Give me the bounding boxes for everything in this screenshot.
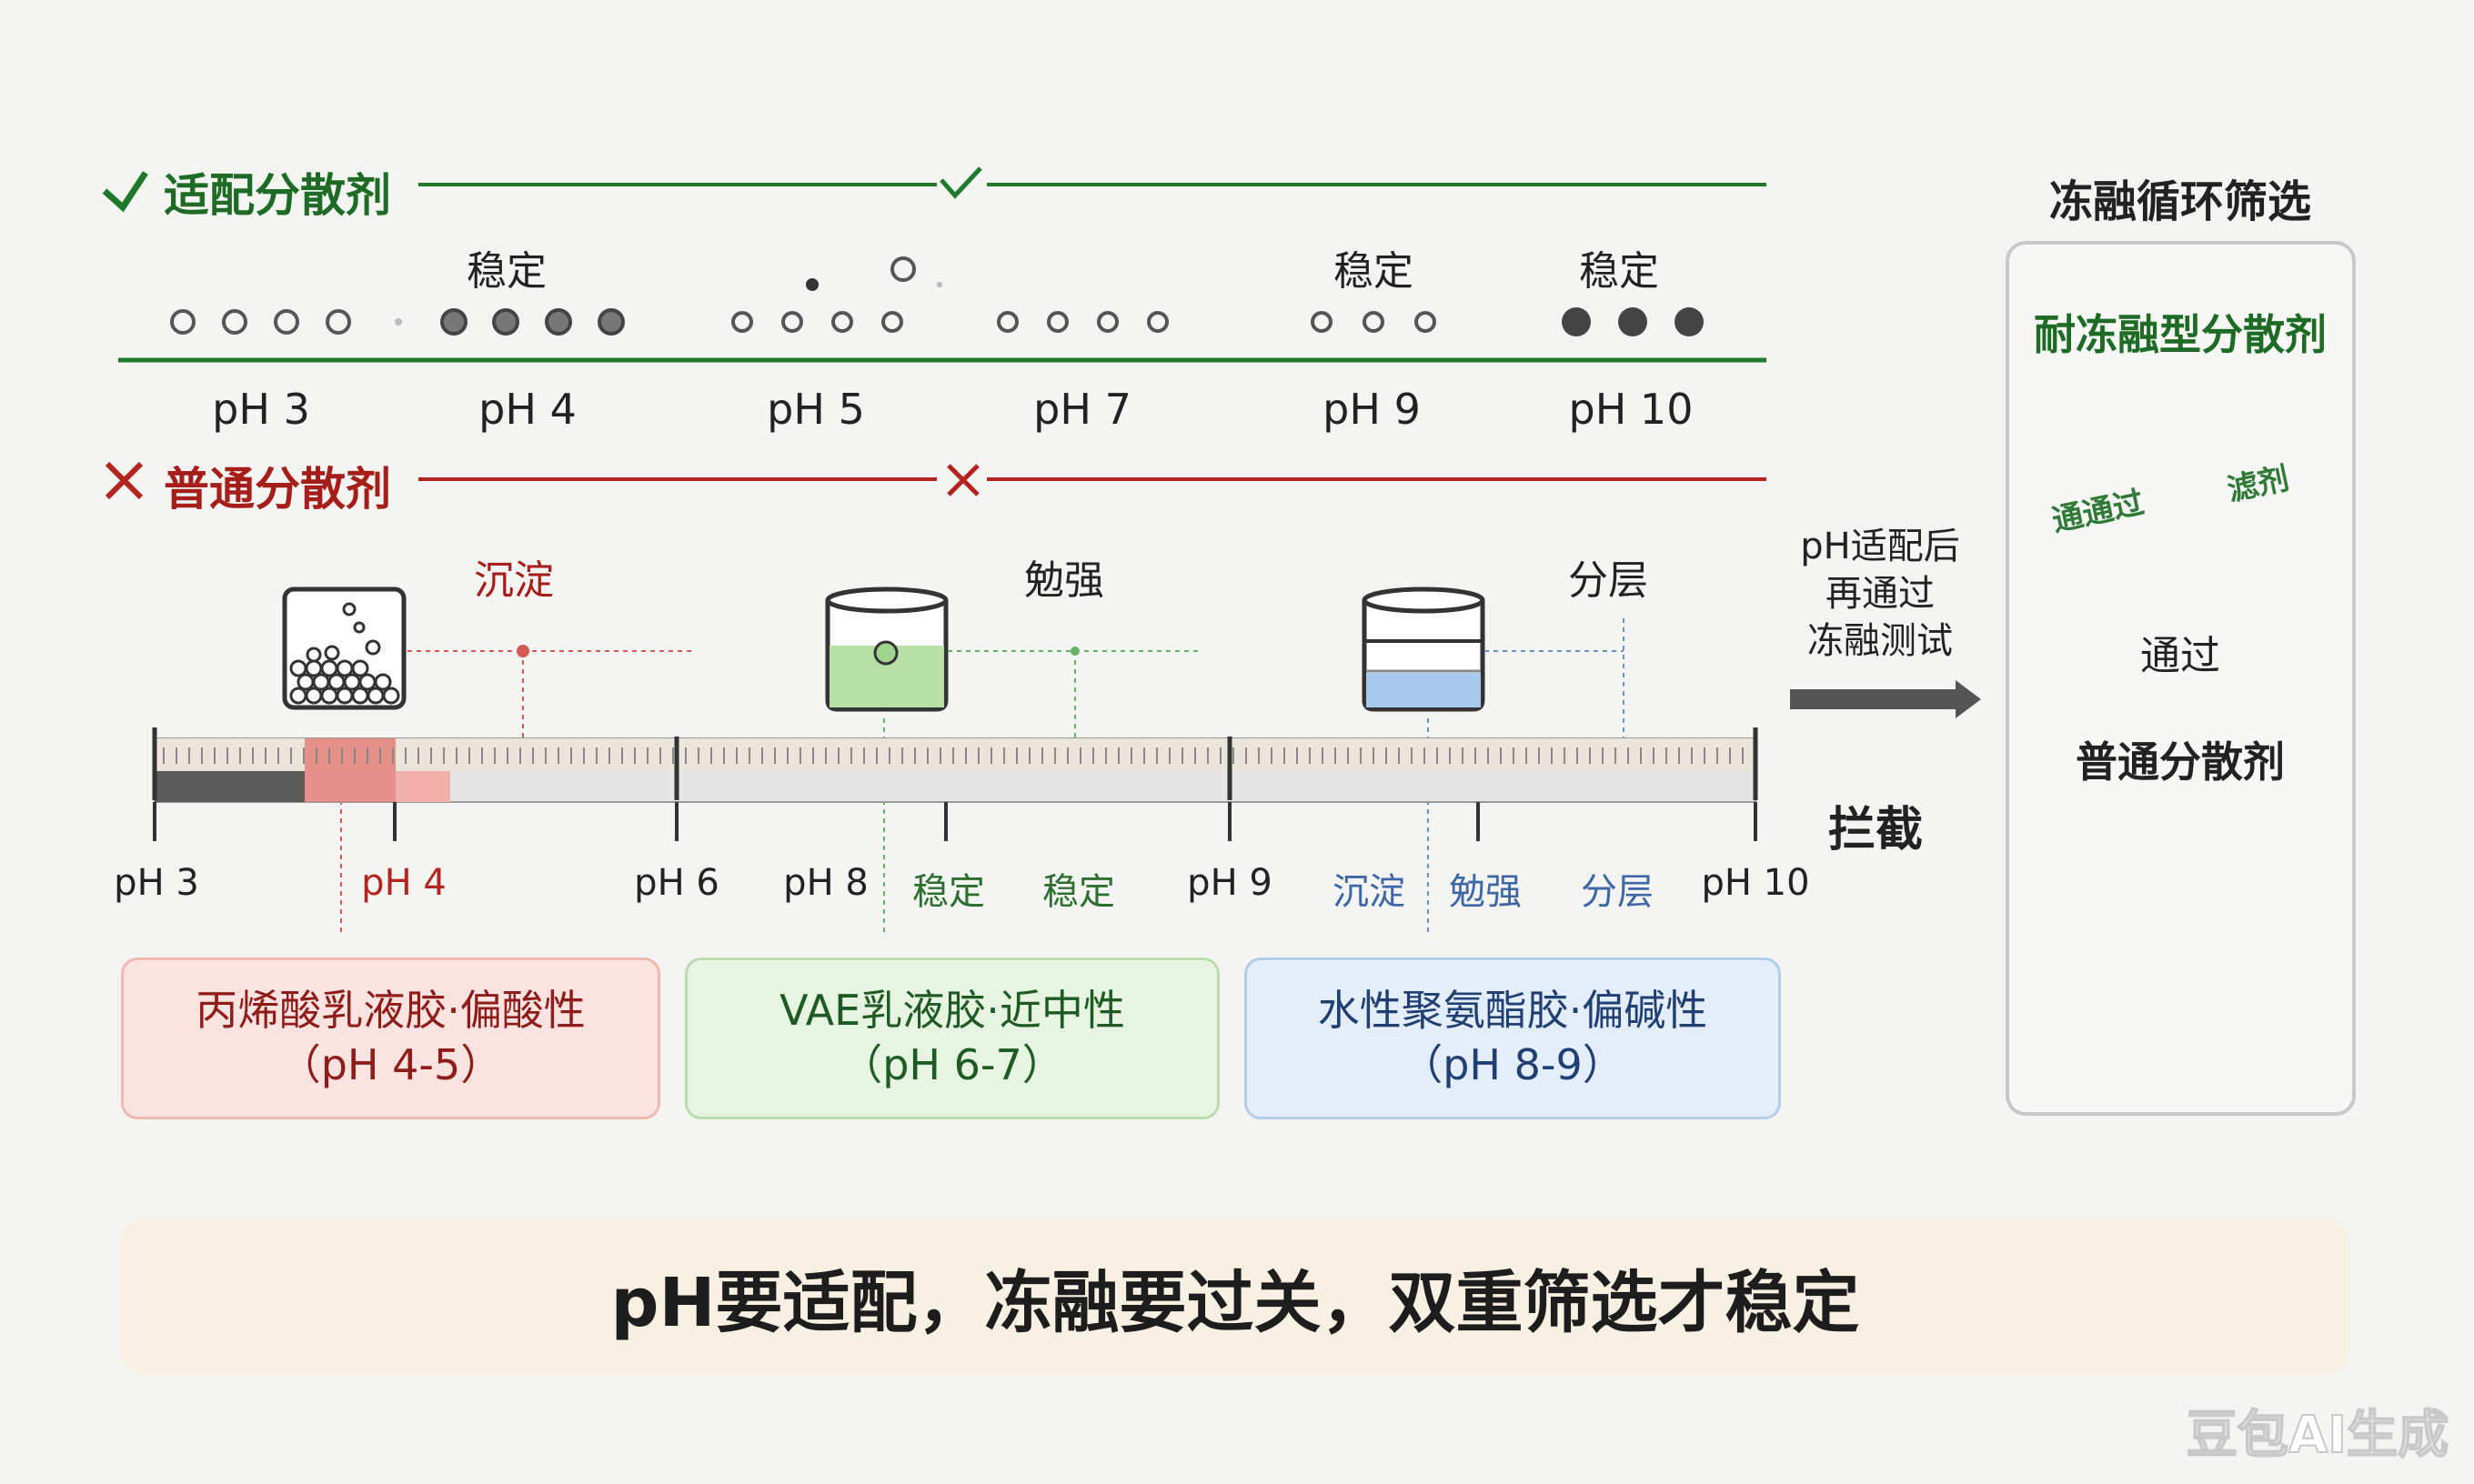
dot-filled [1618, 307, 1647, 336]
normal-dispersant-row [105, 461, 1766, 500]
ph-label: pH 4 [478, 385, 577, 434]
acrylic-emulsion-card: 丙烯酸乳液胶·偏酸性 （pH 4-5） [121, 958, 660, 1119]
check-icon [102, 171, 148, 213]
dot-open [1414, 311, 1436, 333]
barely-label: 勉强 [1024, 557, 1104, 604]
dot-open [1147, 311, 1169, 333]
ruler-tick-label: pH 6 [634, 862, 719, 904]
dot-open [731, 311, 753, 333]
arrow-text: pH适配后 再通过 冻融测试 [1800, 523, 1959, 665]
dot-open [274, 309, 299, 335]
card-line: VAE乳液胶·近中性 [779, 986, 1125, 1036]
ruler-tick-label: pH 4 [361, 862, 447, 904]
card-line: （pH 6-7） [840, 1040, 1064, 1089]
dot-open [170, 309, 196, 335]
dot-tiny [937, 282, 942, 287]
dot-open [1097, 311, 1119, 333]
good-dispersant-label: 适配分散剂 [164, 169, 391, 222]
dot-filled [1674, 307, 1704, 336]
ph-label: pH 3 [212, 385, 310, 434]
cross-icon [105, 461, 144, 500]
dot-open [997, 311, 1019, 333]
ph-label: pH 5 [767, 385, 865, 434]
dot-open [781, 311, 803, 333]
precipitate-label: 沉淀 [474, 557, 554, 604]
dot-open [1311, 311, 1333, 333]
resistant-dispersant-label: 耐冻融型分散剂 [2034, 310, 2327, 359]
dot-open [890, 256, 916, 282]
summary-text: pH要适配，冻融要过关，双重筛选才稳定 [610, 1263, 1860, 1342]
dispersion-dots [170, 256, 1704, 336]
ruler-tick-label: pH 10 [1701, 862, 1810, 904]
arrow-text-line: pH适配后 [1800, 526, 1960, 567]
dot-tiny [395, 318, 402, 326]
ruler-tick-label: pH 8 [783, 862, 869, 904]
dot-filled [1562, 307, 1591, 336]
dot-open [1047, 311, 1069, 333]
normal-dispersant-label: 普通分散剂 [164, 463, 391, 516]
dot-small [806, 278, 819, 291]
card-line: （pH 4-5） [278, 1040, 503, 1089]
ruler-tick-label: 沉淀 [1333, 871, 1405, 913]
good-dispersant-row [102, 166, 1766, 363]
dot-filled [492, 308, 519, 336]
ruler-tick-label: pH 9 [1187, 862, 1272, 904]
stable-label: 稳定 [467, 248, 547, 295]
ph-label: pH 10 [1568, 385, 1694, 434]
sediment-beaker-icon [282, 587, 407, 710]
card-line: 水性聚氨酯胶·偏碱性 [1317, 986, 1708, 1036]
stable-label: 稳定 [1333, 248, 1413, 295]
ph-label: pH 7 [1033, 385, 1131, 434]
freeze-panel-title: 冻融循环筛选 [2048, 176, 2312, 227]
layered-label: 分层 [1568, 557, 1648, 604]
ruler-tick-label: 稳定 [1042, 871, 1115, 913]
ph-label: pH 9 [1322, 385, 1421, 434]
ph-ruler [152, 727, 1758, 841]
layered-beaker-icon [1362, 587, 1485, 712]
dot-open [222, 309, 247, 335]
intercept-label: 拦截 [1827, 803, 1924, 857]
green-beaker-icon [825, 587, 949, 712]
ruler-minor-ticks [163, 747, 1744, 764]
card-line: （pH 8-9） [1401, 1040, 1624, 1089]
dot-open [831, 311, 853, 333]
normal-dispersant-panel-label: 普通分散剂 [2076, 737, 2285, 787]
pass-label: 通过 [2140, 633, 2220, 679]
ruler-tick-label: 勉强 [1449, 871, 1522, 913]
freeze-thaw-panel [2006, 241, 2356, 1116]
check-mid-icon [940, 166, 982, 199]
dot-open [1363, 311, 1384, 333]
dot-open [881, 311, 903, 333]
marker-green [1071, 647, 1080, 656]
marker-red [517, 645, 529, 657]
ruler-tick-label: 稳定 [912, 871, 985, 913]
ruler-tick-label: pH 3 [114, 862, 199, 904]
arrow-text-line: 再通过 [1825, 573, 1935, 615]
stable-label: 稳定 [1579, 248, 1659, 295]
dot-filled [545, 308, 572, 336]
arrow-text-line: 冻融测试 [1807, 620, 1953, 662]
dot-filled [440, 308, 468, 336]
vae-emulsion-card: VAE乳液胶·近中性 （pH 6-7） [685, 958, 1220, 1119]
card-line: 丙烯酸乳液胶·偏酸性 [196, 986, 586, 1036]
watermark: 豆包AI生成 [2186, 1405, 2449, 1466]
cross-mid-icon [947, 464, 980, 496]
waterborne-pu-card: 水性聚氨酯胶·偏碱性 （pH 8-9） [1244, 958, 1781, 1119]
next-step-arrow-icon [1790, 680, 1981, 718]
dot-filled [598, 308, 625, 336]
dot-open [326, 309, 351, 335]
ruler-tick-label: 分层 [1581, 871, 1654, 913]
summary-banner: pH要适配，冻融要过关，双重筛选才稳定 [121, 1218, 2349, 1375]
